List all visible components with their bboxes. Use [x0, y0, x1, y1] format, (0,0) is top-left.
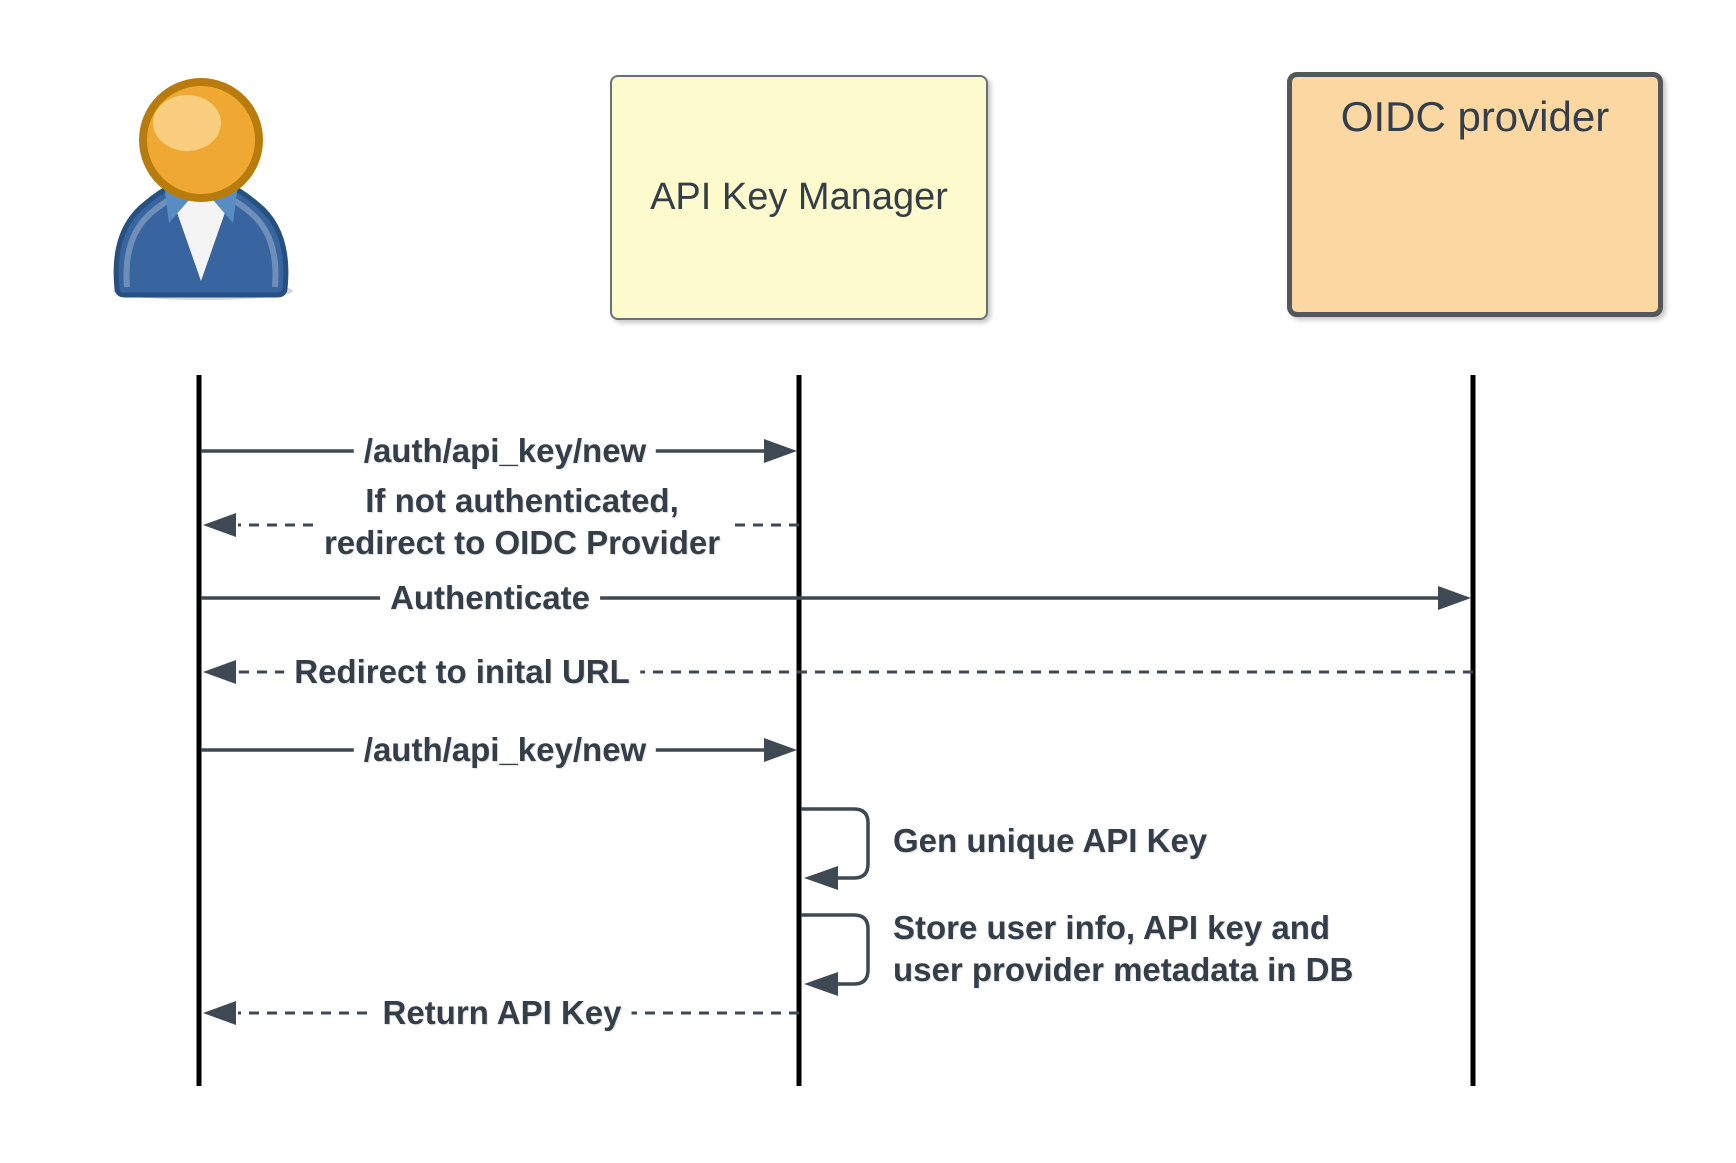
message-label-redirect-to-inital-url: Redirect to inital URL	[284, 650, 640, 694]
self-loop-store-user-info	[801, 913, 870, 996]
participant-api-key-manager: API Key Manager	[610, 75, 988, 320]
message-label-return-api-key: Return API Key	[372, 991, 632, 1035]
participant-api-key-manager-label: API Key Manager	[650, 176, 948, 218]
participant-oidc-provider: OIDC provider	[1287, 72, 1663, 317]
self-loop-gen-api-key	[801, 807, 870, 890]
participant-oidc-provider-label: OIDC provider	[1340, 93, 1610, 140]
message-label-if-not-authenticated: If not authenticated, redirect to OIDC P…	[313, 479, 731, 565]
user-actor-icon	[113, 78, 293, 300]
message-label-auth-api-key-new-2: /auth/api_key/new	[353, 728, 657, 772]
message-label-store-user-info: Store user info, API key and user provid…	[893, 908, 1354, 988]
arrow-return-api-key	[203, 1001, 799, 1025]
person-head-highlight	[153, 95, 221, 151]
message-label-gen-unique-api-key: Gen unique API Key	[893, 821, 1208, 859]
message-label-auth-api-key-new-1: /auth/api_key/new	[353, 429, 657, 473]
message-label-authenticate: Authenticate	[380, 576, 600, 620]
